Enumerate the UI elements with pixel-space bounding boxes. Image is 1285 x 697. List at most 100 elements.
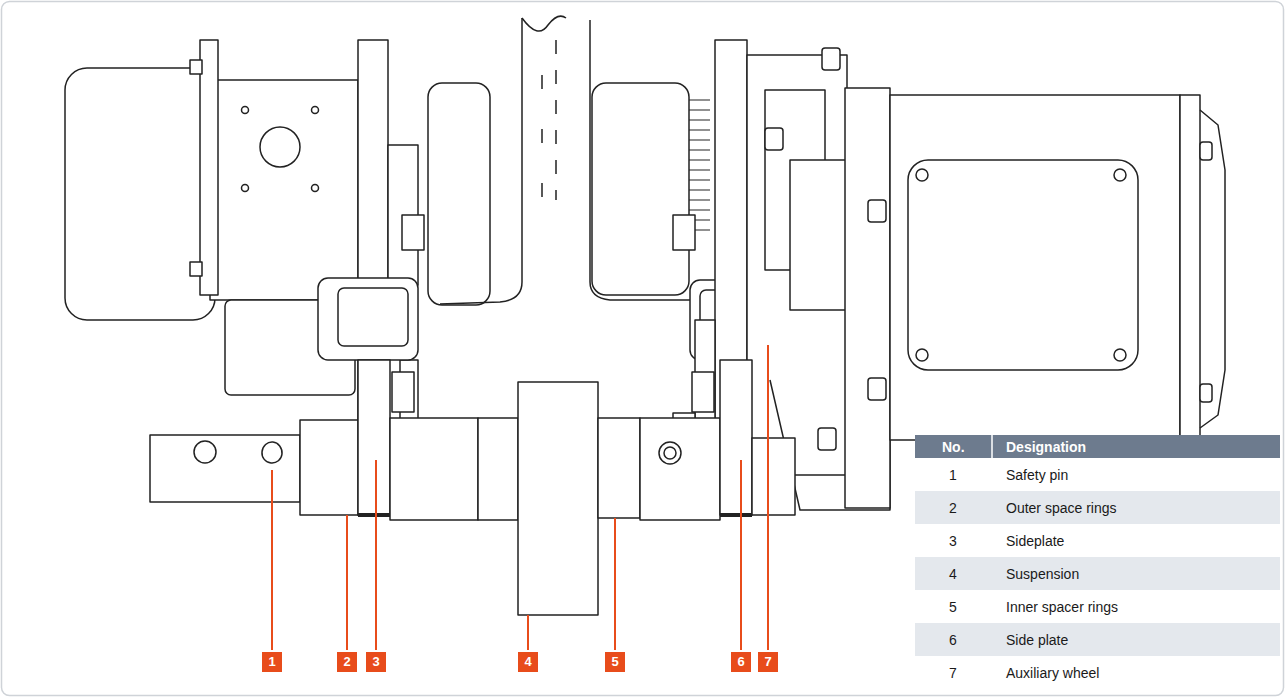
drawing-part bbox=[689, 100, 710, 230]
drawing-part bbox=[845, 88, 890, 508]
callout-number: 7 bbox=[758, 652, 778, 672]
drawing-part bbox=[689, 110, 710, 111]
drawing-part bbox=[555, 40, 557, 200]
drawing-part bbox=[689, 140, 710, 141]
table-header: No. bbox=[942, 438, 965, 456]
drawing-part bbox=[1114, 349, 1126, 361]
drawing-part bbox=[765, 128, 783, 150]
table-cell: 4 bbox=[949, 565, 957, 583]
drawing-part bbox=[868, 378, 886, 400]
drawing-part bbox=[689, 200, 710, 201]
drawing-part bbox=[915, 557, 1280, 590]
drawing-part bbox=[589, 20, 591, 32]
drawing-part bbox=[541, 75, 543, 205]
drawing-part bbox=[689, 210, 710, 211]
drawing-part bbox=[916, 349, 928, 361]
drawing-part bbox=[664, 447, 676, 459]
drawing-part bbox=[1200, 142, 1212, 160]
drawing-part bbox=[190, 60, 202, 74]
drawing-part bbox=[740, 460, 742, 650]
drawing-part bbox=[527, 615, 529, 650]
drawing-part bbox=[346, 515, 348, 650]
drawing-part bbox=[818, 428, 836, 450]
drawing-part bbox=[640, 418, 720, 520]
drawing-part bbox=[194, 441, 216, 463]
drawing-part bbox=[868, 200, 886, 222]
drawing-part bbox=[392, 372, 414, 412]
drawing-part bbox=[312, 107, 319, 114]
table-cell: Suspension bbox=[1006, 565, 1079, 583]
drawing-part bbox=[318, 278, 418, 360]
drawing-part bbox=[522, 16, 566, 31]
drawing-part bbox=[689, 150, 710, 151]
table-grounds bbox=[915, 435, 1280, 689]
drawing-part bbox=[915, 491, 1280, 524]
drawing-part bbox=[478, 418, 518, 520]
drawing-part bbox=[908, 160, 1138, 370]
drawing-part bbox=[358, 360, 390, 515]
drawing-part bbox=[440, 18, 522, 304]
drawing-part bbox=[590, 32, 690, 300]
callout-number: 2 bbox=[337, 652, 357, 672]
drawing-part bbox=[242, 107, 249, 114]
drawing-part bbox=[338, 288, 408, 346]
drawing-part bbox=[428, 83, 490, 305]
drawing-part bbox=[150, 435, 300, 502]
drawing-part bbox=[822, 48, 840, 70]
drawing-part bbox=[190, 262, 202, 276]
drawing-part bbox=[915, 458, 1280, 491]
table-cell: Outer space rings bbox=[1006, 499, 1117, 517]
drawing-part bbox=[1200, 110, 1225, 428]
drawing-part bbox=[720, 513, 752, 517]
table-cell: 3 bbox=[949, 532, 957, 550]
drawing-part bbox=[689, 190, 710, 191]
drawing-part bbox=[752, 438, 795, 515]
drawing-part bbox=[991, 435, 993, 458]
drawing-part bbox=[200, 40, 218, 295]
table-cell: Safety pin bbox=[1006, 466, 1068, 484]
drawing-part bbox=[375, 460, 377, 650]
drawing-part bbox=[720, 360, 752, 515]
drawing-part bbox=[890, 95, 1180, 440]
drawing-part bbox=[689, 180, 710, 181]
drawing-part bbox=[1200, 384, 1212, 402]
drawing-part bbox=[767, 345, 769, 650]
drawing-part bbox=[673, 215, 695, 250]
table-cell: 5 bbox=[949, 598, 957, 616]
drawing-part bbox=[312, 185, 319, 192]
drawing-part bbox=[915, 623, 1280, 656]
drawing-part bbox=[692, 372, 714, 412]
table-header: Designation bbox=[1006, 438, 1086, 456]
drawing-part bbox=[210, 80, 358, 300]
drawing-part bbox=[65, 68, 215, 320]
drawing-part bbox=[390, 418, 478, 520]
drawing-part bbox=[689, 100, 710, 101]
drawing-part bbox=[916, 169, 928, 181]
drawing-part bbox=[260, 127, 300, 167]
table-cell: 1 bbox=[949, 466, 957, 484]
table-cell: Side plate bbox=[1006, 631, 1068, 649]
drawing-part bbox=[242, 185, 249, 192]
drawing-part bbox=[518, 382, 598, 615]
callout-number: 5 bbox=[605, 652, 625, 672]
drawing-part bbox=[915, 656, 1280, 689]
drawing-part bbox=[300, 420, 358, 515]
drawing-part bbox=[262, 442, 282, 463]
drawing-part bbox=[592, 83, 689, 295]
drawing-part bbox=[689, 160, 710, 161]
drawing-part bbox=[689, 120, 710, 121]
drawing-part bbox=[915, 435, 1280, 458]
drawing-part bbox=[1114, 169, 1126, 181]
table-cell: 2 bbox=[949, 499, 957, 517]
drawing-part bbox=[358, 513, 390, 517]
table-cell: Inner spacer rings bbox=[1006, 598, 1118, 616]
table-cell: Auxiliary wheel bbox=[1006, 664, 1099, 682]
table-cell: 7 bbox=[949, 664, 957, 682]
callout-number: 6 bbox=[731, 652, 751, 672]
drawing-part bbox=[1180, 95, 1200, 440]
drawing-part bbox=[598, 418, 640, 518]
table-cell: Sideplate bbox=[1006, 532, 1064, 550]
drawing-part bbox=[915, 524, 1280, 557]
